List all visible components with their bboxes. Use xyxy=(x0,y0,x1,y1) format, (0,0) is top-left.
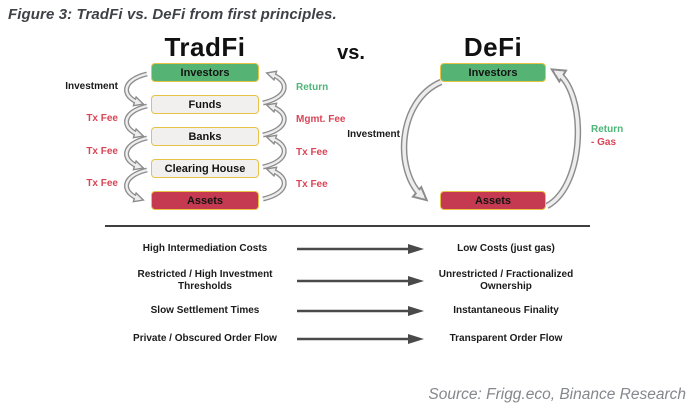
tradfi-up-arrow xyxy=(262,170,287,202)
tradfi-label-return: Return xyxy=(296,82,329,93)
defi-box-assets: Assets xyxy=(440,191,546,210)
comparison-defi-text: Low Costs (just gas) xyxy=(457,243,555,254)
tradfi-down-arrow xyxy=(124,103,148,135)
tradfi-down-arrow xyxy=(124,135,148,167)
tradfi-down-arrow xyxy=(124,167,148,199)
tradfi-up-arrow xyxy=(262,138,287,170)
right-arrow-icon xyxy=(297,276,424,286)
defi-label-return-minus-gas: Return - Gas xyxy=(591,123,661,149)
defi-label-gas: - Gas xyxy=(591,137,617,148)
tradfi-up-arrow xyxy=(262,106,287,138)
vs-label: vs. xyxy=(337,42,365,64)
comparison-defi-text: Instantaneous Finality xyxy=(453,305,559,316)
comparison-row: High Intermediation Costs Low Costs (jus… xyxy=(115,238,587,260)
comparison-row: Slow Settlement Times Instantaneous Fina… xyxy=(115,300,587,322)
defi-box-investors: Investors xyxy=(440,63,546,82)
tradfi-label-tx-fee: Tx Fee xyxy=(86,146,118,157)
tradfi-label-investment: Investment xyxy=(65,81,118,92)
tradfi-label-mgmt-fee: Mgmt. Fee xyxy=(296,114,346,125)
tradfi-box-banks: Banks xyxy=(151,127,259,146)
defi-label-investment: Investment xyxy=(347,129,400,140)
defi-investment-arc xyxy=(400,79,443,197)
tradfi-header: TradFi xyxy=(164,32,246,62)
defi-header: DeFi xyxy=(463,32,523,62)
tradfi-box-funds: Funds xyxy=(151,95,259,114)
tradfi-label-tx-fee: Tx Fee xyxy=(296,179,328,190)
comparison-row: Private / Obscured Order Flow Transparen… xyxy=(115,328,587,350)
defi-label-return: Return xyxy=(591,124,624,135)
tradfi-up-arrow xyxy=(262,74,287,106)
tradfi-box-assets: Assets xyxy=(151,191,259,210)
comparison-tradfi-text: Slow Settlement Times xyxy=(150,305,260,316)
figure-title: Figure 3: TradFi vs. DeFi from first pri… xyxy=(8,6,337,23)
source-caption: Source: Frigg.eco, Binance Research xyxy=(428,386,686,403)
comparison-defi-text: Transparent Order Flow xyxy=(449,333,563,344)
comparison-tradfi-text: High Intermediation Costs xyxy=(142,243,268,254)
separator-line xyxy=(105,225,590,227)
right-arrow-icon xyxy=(297,306,424,316)
comparison-row: Restricted / High Investment Thresholds … xyxy=(115,264,587,298)
right-arrow-icon xyxy=(297,334,424,344)
tradfi-label-tx-fee: Tx Fee xyxy=(86,113,118,124)
right-arrow-icon xyxy=(297,244,424,254)
tradfi-label-tx-fee: Tx Fee xyxy=(86,178,118,189)
defi-return-arc xyxy=(545,72,582,209)
tradfi-box-investors: Investors xyxy=(151,63,259,82)
comparison-defi-text: Unrestricted / Fractionalized Ownership xyxy=(438,269,574,292)
tradfi-label-tx-fee: Tx Fee xyxy=(296,147,328,158)
tradfi-box-clearing-house: Clearing House xyxy=(151,159,259,178)
comparison-tradfi-text: Restricted / High Investment Thresholds xyxy=(137,269,273,292)
comparison-tradfi-text: Private / Obscured Order Flow xyxy=(133,333,277,344)
tradfi-down-arrow xyxy=(124,71,148,103)
